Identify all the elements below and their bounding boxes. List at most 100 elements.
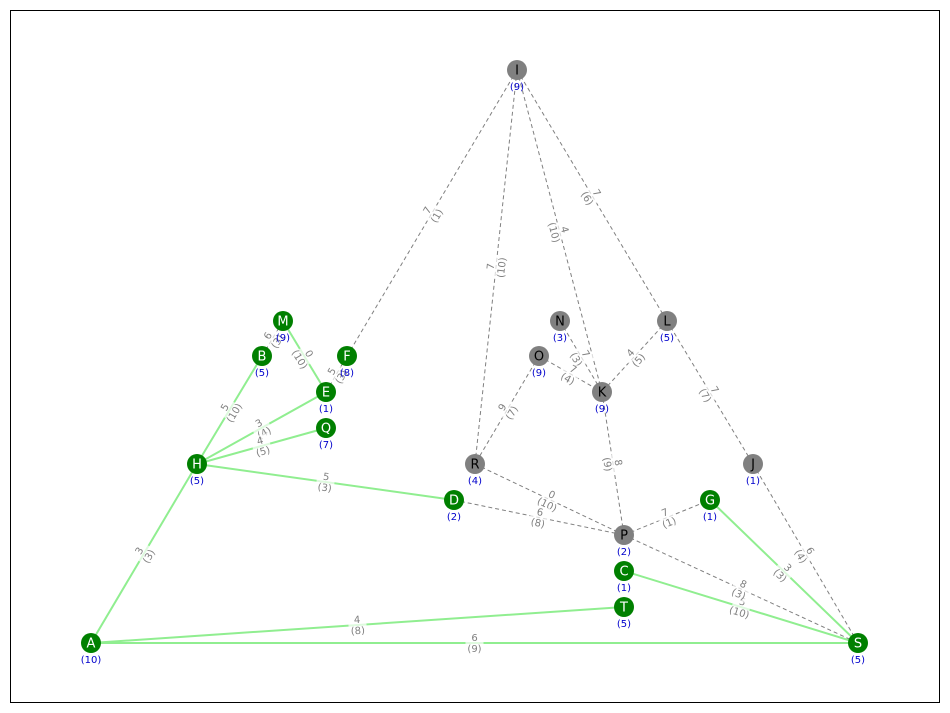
edge-cost-label: 6 — [803, 546, 816, 557]
node-circle[interactable] — [848, 633, 868, 653]
edge-cost-label: 5 — [326, 366, 339, 377]
edge-cost-label: 6 — [262, 331, 275, 342]
node-label: N — [555, 315, 565, 330]
node-K[interactable]: K (9) — [592, 382, 612, 415]
node-G[interactable]: G(1) — [700, 490, 720, 523]
node-label: M — [277, 315, 288, 330]
node-circle[interactable] — [614, 561, 634, 581]
node-Q[interactable]: Q(7) — [316, 418, 336, 451]
edge-label-P-S: 8(3) — [728, 575, 754, 603]
node-R[interactable]: R(4) — [465, 454, 485, 487]
node-J[interactable]: J(1) — [743, 454, 763, 487]
node-C[interactable]: C(1) — [614, 561, 634, 594]
node-circle[interactable] — [465, 454, 485, 474]
node-circle[interactable] — [187, 454, 207, 474]
edge-label-I-K: 4(10) — [545, 219, 573, 244]
graph-frame — [10, 10, 940, 703]
node-label: T — [619, 601, 628, 616]
node-weight: (5) — [190, 476, 204, 487]
node-weight: (2) — [617, 547, 631, 558]
node-label: K — [598, 386, 607, 401]
node-L[interactable]: L(5) — [657, 311, 677, 344]
node-circle[interactable] — [273, 311, 293, 331]
node-H[interactable]: H (5) — [187, 454, 207, 487]
node-circle[interactable] — [614, 525, 634, 545]
node-B[interactable]: B(5) — [252, 346, 272, 379]
node-weight: (9) — [595, 404, 609, 415]
node-circle[interactable] — [657, 311, 677, 331]
node-circle[interactable] — [550, 311, 570, 331]
node-circle[interactable] — [700, 490, 720, 510]
edge-cost-label: 6 — [471, 633, 477, 644]
node-label: G — [705, 494, 715, 509]
node-E[interactable]: E(1) — [316, 382, 336, 415]
node-weight: (8) — [340, 368, 354, 379]
node-circle[interactable] — [592, 382, 612, 402]
edge-P-G — [623, 499, 711, 536]
node-circle[interactable] — [316, 382, 336, 402]
edge-cost-label: 4 — [354, 615, 361, 626]
node-circle[interactable] — [529, 346, 549, 366]
edge-capacity-label: (8) — [350, 626, 365, 638]
node-O[interactable]: O (9) — [529, 346, 549, 379]
node-P[interactable]: P(2) — [614, 525, 634, 558]
node-circle[interactable] — [444, 490, 464, 510]
node-M[interactable]: M (9) — [273, 311, 293, 344]
edge-label-I-L: 7(6) — [577, 182, 607, 209]
edge-cost-label: 8 — [738, 579, 748, 592]
edge-cost-label: 9 — [497, 402, 510, 413]
edge-label-D-P: 6(8) — [527, 504, 551, 531]
edge-L-K — [601, 320, 668, 393]
node-weight: (4) — [468, 476, 482, 487]
node-label: H — [192, 458, 202, 473]
node-weight: (9) — [510, 82, 524, 93]
node-circle[interactable] — [507, 60, 527, 80]
edge-capacity-label: (10) — [496, 257, 509, 279]
edge-cost-label: 5 — [219, 402, 232, 413]
edge-labels-layer: 6(9)4(8)3(3)5(10)3(4)4(5)5(3)0(10)5(10)3… — [129, 182, 820, 655]
edge-label-K-P: 8(9) — [600, 452, 626, 475]
node-I[interactable]: I (9) — [507, 60, 527, 93]
edge-cost-label: 3 — [134, 546, 147, 557]
node-A[interactable]: A(10) — [81, 633, 102, 666]
node-label: O — [534, 350, 544, 365]
node-D[interactable]: D(2) — [444, 490, 464, 523]
edge-cost-label: 7 — [486, 263, 498, 271]
node-N[interactable]: N(3) — [550, 311, 570, 344]
node-S[interactable]: S(5) — [848, 633, 868, 666]
edge-cost-label: 6 — [536, 507, 544, 519]
edge-cost-label: 4 — [256, 436, 265, 448]
node-weight: (1) — [746, 476, 760, 487]
node-circle[interactable] — [337, 346, 357, 366]
node-label: A — [87, 637, 96, 652]
node-label: I — [515, 64, 519, 79]
node-circle[interactable] — [81, 633, 101, 653]
edge-cost-label: 7 — [708, 385, 721, 396]
edge-capacity-label: (1) — [661, 516, 678, 532]
edge-cost-label: 7 — [590, 188, 603, 199]
edge-label-I-F: 7(1) — [417, 199, 447, 227]
edge-capacity-label: (9) — [467, 644, 481, 655]
edge-label-I-R: 7(10) — [484, 257, 509, 279]
edge-label-C-S: 5(10) — [728, 593, 753, 622]
node-circle[interactable] — [614, 597, 634, 617]
node-label: Q — [321, 422, 331, 437]
node-weight: (9) — [532, 368, 546, 379]
edge-cost-label: 3 — [254, 418, 265, 431]
node-weight: (9) — [276, 333, 290, 344]
node-label: B — [258, 350, 267, 365]
edge-label-J-S: 6(4) — [791, 540, 820, 567]
edge-cost-label: 7 — [660, 507, 670, 520]
node-T[interactable]: T(5) — [614, 597, 634, 630]
node-circle[interactable] — [252, 346, 272, 366]
node-label: F — [343, 350, 350, 365]
node-circle[interactable] — [743, 454, 763, 474]
node-weight: (5) — [851, 655, 865, 666]
edge-cost-label: 5 — [738, 597, 747, 609]
edge-capacity-label: (9) — [600, 457, 613, 473]
node-circle[interactable] — [316, 418, 336, 438]
node-F[interactable]: F (8) — [337, 346, 357, 379]
edge-label-P-G: 7(1) — [654, 503, 680, 532]
node-label: C — [619, 565, 628, 580]
